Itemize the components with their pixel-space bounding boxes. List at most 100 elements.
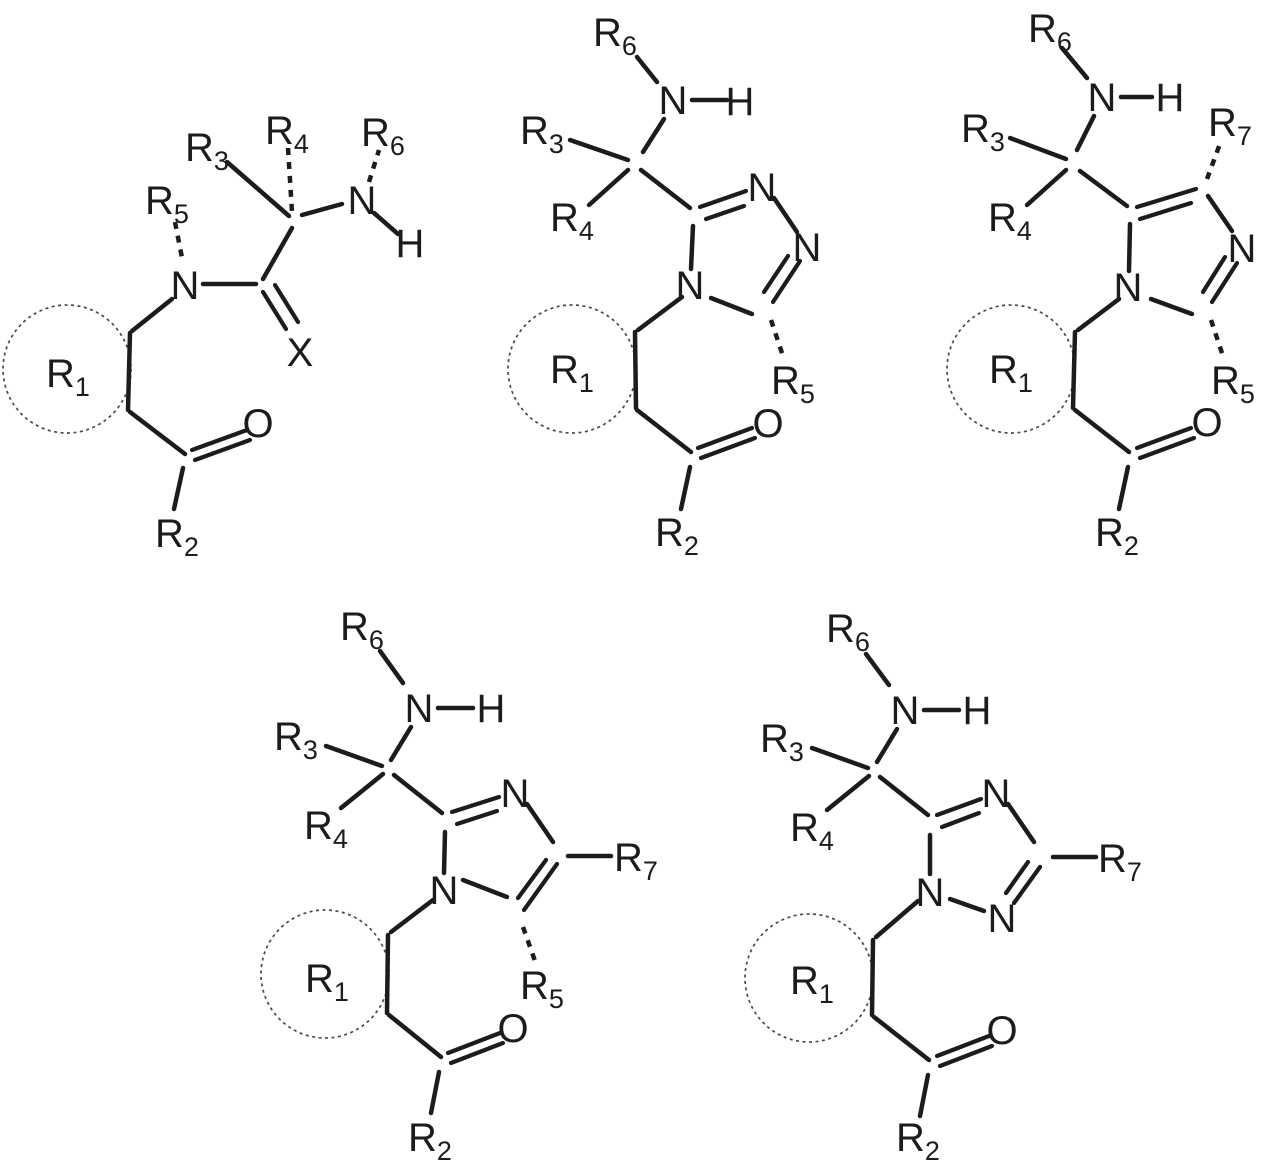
bond bbox=[586, 167, 631, 208]
bond bbox=[1148, 296, 1195, 317]
bond bbox=[632, 329, 639, 411]
label-n-ring-top: N bbox=[501, 772, 530, 816]
bond bbox=[384, 932, 391, 1016]
bond bbox=[460, 877, 510, 900]
label-n-amine: N bbox=[405, 687, 434, 731]
label-n-amine: N bbox=[659, 79, 688, 123]
bond bbox=[873, 898, 921, 940]
structure-5-triazole-r7: R1 R2 R3 R4 R6 R7 N H N N N O bbox=[744, 607, 1142, 1165]
label-n-amide: N bbox=[171, 264, 200, 308]
label-r1: R1 bbox=[989, 348, 1033, 398]
double-bond-line bbox=[260, 289, 289, 332]
label-r1: R1 bbox=[305, 957, 349, 1007]
double-bond-line bbox=[939, 810, 982, 830]
bond bbox=[1205, 193, 1235, 234]
label-n-ring-right: N bbox=[793, 226, 822, 270]
structure-3-imidazole-r7-r5: R1 R2 R3 R4 R5 R6 R7 N H N N O bbox=[946, 7, 1257, 561]
double-bond-line bbox=[934, 1033, 992, 1059]
bond bbox=[1005, 801, 1037, 845]
bond bbox=[871, 1014, 932, 1063]
label-r5: R5 bbox=[145, 179, 189, 229]
bond bbox=[260, 225, 295, 282]
bond bbox=[1072, 407, 1132, 455]
label-n-ring-right: N bbox=[1228, 227, 1257, 271]
dashed-bond bbox=[366, 149, 382, 183]
double-bond-line bbox=[189, 427, 250, 453]
bond bbox=[1126, 221, 1133, 274]
label-n-ring-topright: N bbox=[748, 166, 777, 210]
label-r2: R2 bbox=[896, 1116, 940, 1165]
double-bond-line bbox=[515, 857, 549, 901]
bond bbox=[1075, 296, 1122, 333]
label-r1: R1 bbox=[790, 959, 834, 1009]
label-r1: R1 bbox=[550, 348, 594, 398]
label-n-amine: N bbox=[1088, 76, 1117, 120]
label-r2: R2 bbox=[1095, 511, 1139, 561]
double-bond-line bbox=[697, 188, 749, 210]
label-n-amine: N bbox=[348, 179, 377, 223]
bond bbox=[634, 54, 660, 85]
label-r7: R7 bbox=[1208, 101, 1252, 151]
bond bbox=[428, 1069, 442, 1116]
bond bbox=[809, 745, 871, 771]
bond bbox=[863, 651, 892, 688]
bond bbox=[824, 773, 872, 813]
double-bond-line bbox=[703, 203, 747, 222]
double-bond-line bbox=[761, 253, 791, 295]
structure-1-amide-scaffold: R1 R2 R3 R4 R5 R6 N N H X O bbox=[2, 109, 424, 562]
bond bbox=[638, 167, 693, 211]
label-r2: R2 bbox=[155, 512, 199, 562]
label-n-amine: N bbox=[891, 689, 920, 733]
label-n-ring-left: N bbox=[676, 264, 705, 308]
double-bond-line bbox=[934, 796, 984, 818]
bond bbox=[524, 801, 556, 845]
bond bbox=[171, 465, 186, 512]
label-o: O bbox=[242, 402, 273, 446]
structure-4-imidazole-r7-right: R1 R2 R3 R4 R5 R6 R7 N H N N O bbox=[260, 605, 658, 1165]
bond bbox=[869, 937, 876, 1018]
double-bond-line bbox=[1200, 254, 1228, 295]
bond bbox=[1074, 113, 1097, 153]
double-bond-line bbox=[272, 282, 301, 325]
double-bond-line bbox=[1137, 200, 1194, 222]
label-r4: R4 bbox=[790, 806, 834, 856]
bond bbox=[567, 137, 631, 163]
double-bond-line bbox=[695, 425, 755, 451]
double-bond-line bbox=[1134, 186, 1199, 210]
structure-2-triazole-r5: R1 R2 R3 R4 R5 R6 N H N N N O bbox=[507, 11, 822, 561]
label-r2: R2 bbox=[408, 1116, 452, 1165]
bond bbox=[678, 464, 693, 512]
dashed-bond bbox=[768, 319, 786, 357]
bond bbox=[1007, 135, 1069, 162]
label-r5: R5 bbox=[771, 359, 815, 409]
label-h: H bbox=[477, 687, 506, 731]
bond bbox=[1059, 45, 1090, 81]
bond bbox=[874, 726, 900, 765]
bond bbox=[299, 201, 345, 218]
label-r7: R7 bbox=[614, 836, 658, 886]
bond bbox=[371, 210, 401, 237]
bond bbox=[634, 407, 694, 455]
label-r4: R4 bbox=[265, 109, 309, 159]
label-h: H bbox=[1156, 76, 1185, 120]
label-r3: R3 bbox=[520, 109, 564, 159]
double-bond-line bbox=[445, 1030, 503, 1056]
bond bbox=[377, 648, 406, 686]
label-r3: R3 bbox=[760, 717, 804, 767]
bond bbox=[125, 330, 133, 413]
label-r5: R5 bbox=[520, 964, 564, 1014]
label-o: O bbox=[752, 402, 783, 446]
bond bbox=[635, 294, 685, 333]
label-o: O bbox=[1191, 401, 1222, 445]
label-o: O bbox=[497, 1007, 528, 1051]
label-n-ring-left: N bbox=[1114, 266, 1143, 310]
label-n-ring-top: N bbox=[982, 772, 1011, 816]
label-o: O bbox=[986, 1009, 1017, 1053]
label-r3: R3 bbox=[274, 715, 318, 765]
double-bond-line bbox=[454, 808, 500, 827]
bond bbox=[917, 1072, 931, 1119]
bond bbox=[441, 829, 448, 876]
